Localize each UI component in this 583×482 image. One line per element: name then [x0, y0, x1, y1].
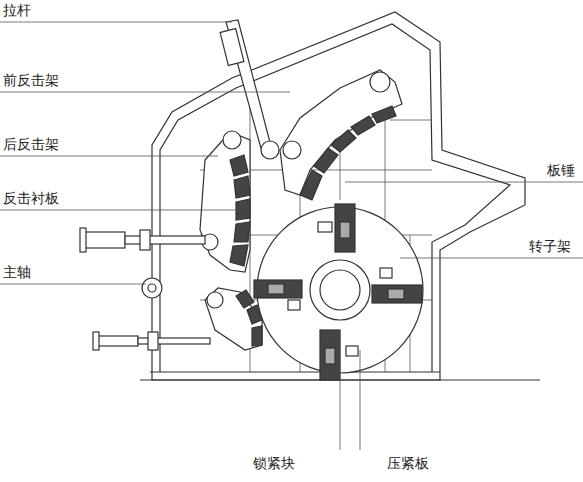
part-label: 前反击架: [2, 72, 60, 89]
adjust-rods: [80, 228, 210, 350]
housing: [140, 12, 540, 380]
part-label: 压紧板: [386, 455, 430, 472]
pull-rod: [220, 20, 279, 159]
part-label: 板锤: [546, 162, 576, 179]
part-label: 锁紧块: [252, 455, 296, 472]
part-label: 后反击架: [2, 136, 60, 153]
part-label: 主轴: [2, 264, 32, 281]
part-label: 反击衬板: [2, 190, 60, 207]
rear-impact-rack: [200, 131, 250, 272]
leader-lines: [0, 22, 583, 450]
rotor: [254, 204, 423, 380]
front-impact-rack: [280, 70, 402, 200]
part-label: 拉杆: [2, 2, 32, 19]
part-label: 转子架: [528, 238, 572, 255]
